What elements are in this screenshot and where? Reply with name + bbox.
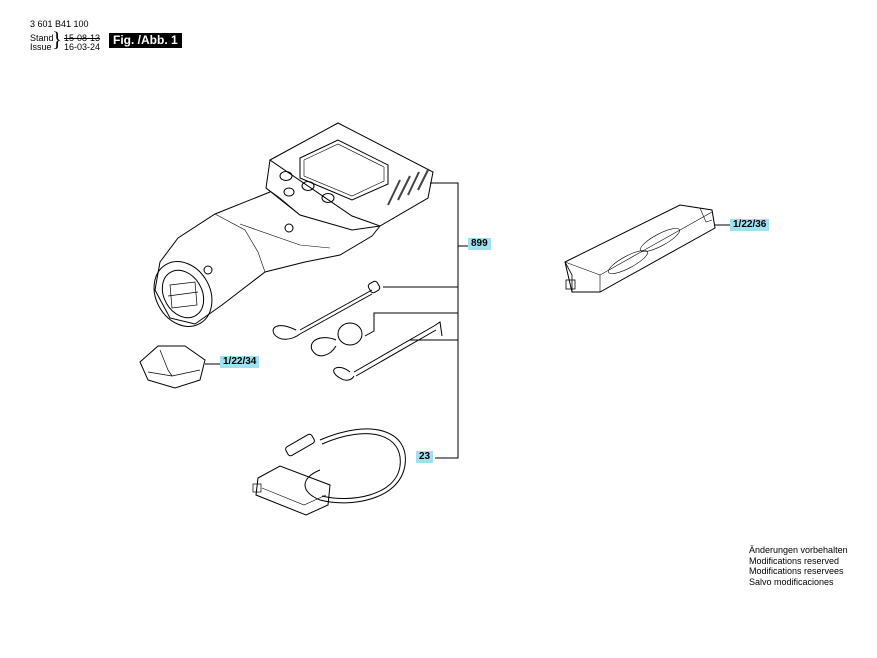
note-line: Modifications reservees xyxy=(749,566,844,576)
stand-date: 15-08-13 xyxy=(64,33,101,43)
issue-date: 16-03-24 xyxy=(64,42,101,52)
bracket-lines xyxy=(205,182,730,459)
probe-disc xyxy=(310,322,363,357)
part-number: 3 601 B41 100 xyxy=(30,19,89,29)
modification-notes: Änderungen vorbehalten Modifications res… xyxy=(749,545,848,587)
issue-label: Issue xyxy=(30,42,52,52)
figure-label: Fig. /Abb. 1 xyxy=(109,33,182,48)
note-line: Änderungen vorbehalten xyxy=(749,545,848,555)
callout-1-22-36: 1/22/36 xyxy=(730,219,770,231)
note-line: Salvo modificaciones xyxy=(749,576,834,587)
brace-icon: } xyxy=(52,27,63,51)
callout-1-22-34: 1/22/34 xyxy=(220,356,260,368)
probe-hook xyxy=(333,321,443,381)
note-line: Modifications reserved xyxy=(749,555,840,566)
callout-23: 23 xyxy=(416,451,434,463)
stand-label: Stand xyxy=(30,33,54,43)
cable xyxy=(252,428,406,516)
handheld-device xyxy=(153,122,434,327)
probe-rod-1 xyxy=(272,280,381,340)
battery-holder xyxy=(564,204,716,293)
protective-cap xyxy=(139,345,206,389)
callout-899: 899 xyxy=(468,238,491,250)
